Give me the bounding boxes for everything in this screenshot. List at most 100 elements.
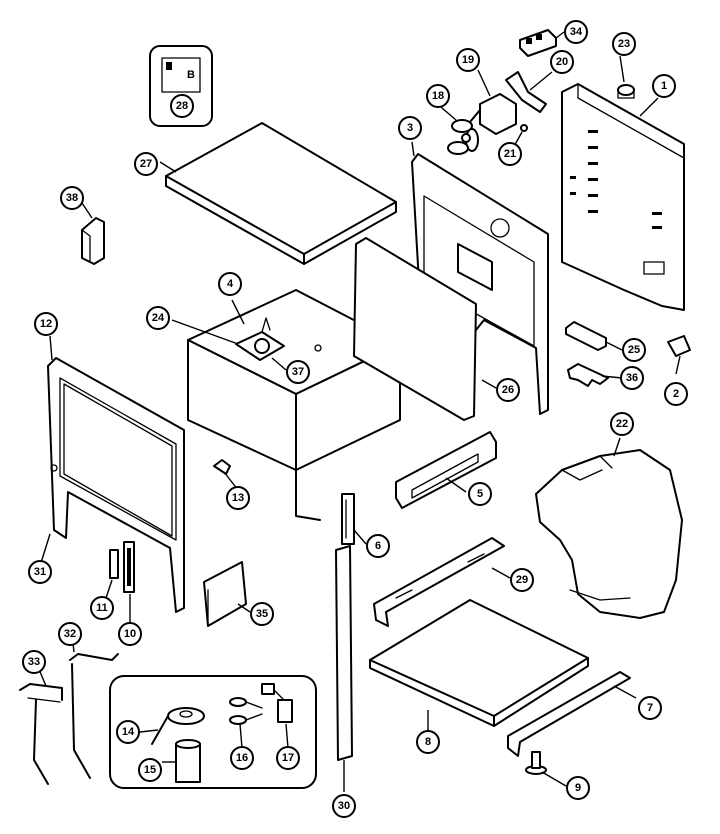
- part-15-jar: [175, 739, 201, 783]
- callout-1: 1: [652, 74, 676, 98]
- callout-19: 19: [456, 48, 480, 72]
- callout-6: 6: [366, 534, 390, 558]
- part-20-motor-bracket: [505, 71, 547, 113]
- part-1-rear-panel: [561, 83, 685, 311]
- svg-text:8: 8: [425, 736, 431, 748]
- part-33-tube: [19, 683, 63, 785]
- svg-text:26: 26: [502, 384, 514, 396]
- svg-text:1: 1: [661, 80, 667, 92]
- callout-15: 15: [138, 758, 162, 782]
- part-2-plate: [667, 335, 691, 357]
- part-14-knob: [151, 707, 205, 745]
- svg-text:28: 28: [176, 100, 188, 112]
- svg-text:29: 29: [516, 574, 528, 586]
- part-23-clip: [617, 84, 635, 99]
- part-11-hinge-pin: [109, 549, 119, 579]
- callout-24: 24: [146, 306, 170, 330]
- callout-34: 34: [564, 20, 588, 44]
- svg-text:33: 33: [28, 656, 40, 668]
- svg-text:11: 11: [96, 602, 108, 614]
- part-13-clip: [213, 459, 231, 475]
- svg-text:4: 4: [227, 278, 234, 290]
- callout-7: 7: [638, 696, 662, 720]
- part-5-vent-trim: [395, 431, 497, 509]
- callout-9: 9: [566, 776, 590, 800]
- callout-4: 4: [218, 272, 242, 296]
- callout-26: 26: [496, 378, 520, 402]
- svg-text:30: 30: [338, 800, 350, 812]
- callout-21: 21: [498, 142, 522, 166]
- part-21-screw: [520, 124, 528, 132]
- callout-37: 37: [286, 360, 310, 384]
- part-9-leveling-leg: [525, 751, 547, 775]
- svg-text:15: 15: [144, 764, 156, 776]
- svg-text:14: 14: [122, 726, 135, 738]
- svg-text:16: 16: [236, 752, 248, 764]
- svg-text:19: 19: [462, 54, 474, 66]
- callout-38: 38: [60, 186, 84, 210]
- svg-text:20: 20: [556, 56, 568, 68]
- callout-22: 22: [610, 412, 634, 436]
- callout-29: 29: [510, 568, 534, 592]
- svg-text:6: 6: [375, 540, 381, 552]
- part-24-thermostat: [235, 317, 285, 361]
- part-26-insulation-pad: [353, 237, 477, 421]
- svg-text:10: 10: [124, 628, 136, 640]
- part-19-fan-motor: [469, 93, 517, 135]
- svg-text:12: 12: [40, 318, 52, 330]
- svg-text:B: B: [187, 69, 195, 81]
- callout-32: 32: [58, 622, 82, 646]
- svg-text:13: 13: [232, 492, 244, 504]
- svg-text:22: 22: [616, 418, 628, 430]
- part-38-bracket: [81, 217, 105, 265]
- svg-text:34: 34: [570, 26, 583, 38]
- callout-35: 35: [250, 602, 274, 626]
- part-34-terminal-block: [519, 29, 557, 57]
- callout-16: 16: [230, 746, 254, 770]
- callout-3: 3: [398, 116, 422, 140]
- svg-text:21: 21: [504, 148, 516, 160]
- svg-text:31: 31: [34, 566, 46, 578]
- part-10-hinge: [123, 541, 135, 593]
- svg-text:27: 27: [140, 158, 152, 170]
- svg-text:23: 23: [618, 38, 630, 50]
- svg-text:38: 38: [66, 192, 78, 204]
- callout-23: 23: [612, 32, 636, 56]
- callout-18: 18: [426, 84, 450, 108]
- svg-text:37: 37: [292, 366, 304, 378]
- part-17-switch: [261, 683, 293, 723]
- callout-36: 36: [620, 366, 644, 390]
- svg-text:24: 24: [152, 312, 165, 324]
- part-25-bracket: [565, 321, 607, 351]
- callout-33: 33: [22, 650, 46, 674]
- svg-text:3: 3: [407, 122, 413, 134]
- callout-28: 28: [170, 94, 194, 118]
- part-30-side-trim-strip: [335, 545, 353, 761]
- callout-2: 2: [664, 382, 688, 406]
- part-4-oven-cavity: [187, 289, 401, 521]
- svg-text:17: 17: [282, 752, 294, 764]
- svg-text:32: 32: [64, 628, 76, 640]
- parts-kit-box: [109, 675, 317, 789]
- callout-8: 8: [416, 730, 440, 754]
- part-28-label-kit: B: [149, 45, 213, 127]
- part-18-fan-blade: [447, 119, 479, 155]
- callout-11: 11: [90, 596, 114, 620]
- part-22-insulation-blanket: [535, 449, 683, 619]
- callout-20: 20: [550, 50, 574, 74]
- svg-text:36: 36: [626, 372, 638, 384]
- callout-27: 27: [134, 152, 158, 176]
- part-8-bottom-pan: [369, 599, 589, 727]
- callout-10: 10: [118, 622, 142, 646]
- svg-text:18: 18: [432, 90, 444, 102]
- svg-text:35: 35: [256, 608, 268, 620]
- part-29-rail: [373, 537, 505, 627]
- svg-text:9: 9: [575, 782, 581, 794]
- callout-5: 5: [468, 482, 492, 506]
- svg-text:7: 7: [647, 702, 653, 714]
- svg-text:5: 5: [477, 488, 483, 500]
- callout-25: 25: [622, 338, 646, 362]
- part-27-top-panel: [165, 122, 397, 265]
- part-32-tube: [69, 653, 119, 779]
